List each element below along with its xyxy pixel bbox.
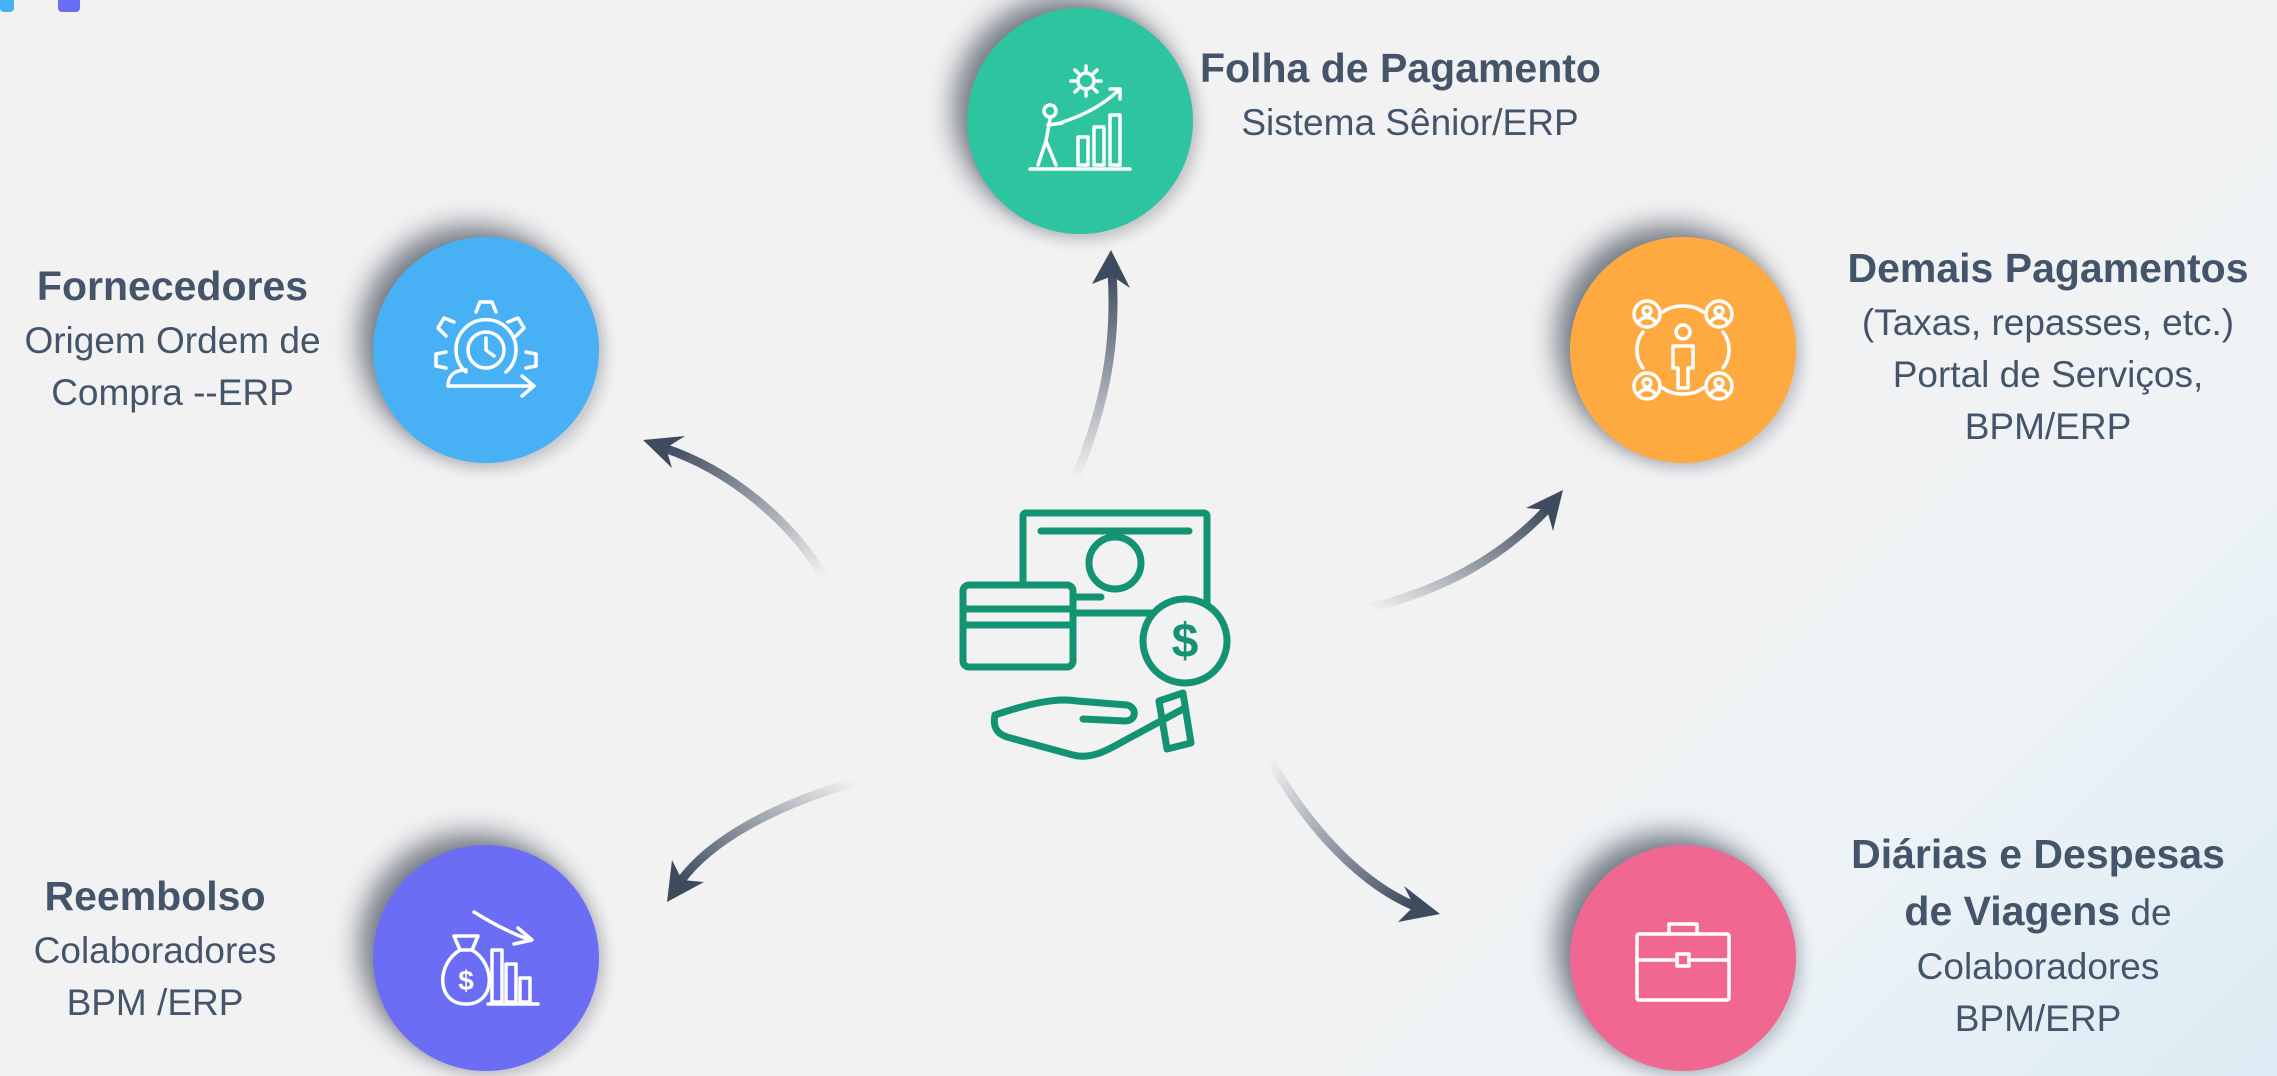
corner-mark-purple [58, 0, 80, 12]
diarias-line-2: BPM/ERP [1954, 997, 2122, 1039]
diarias-title-line-2-bold: de Viagens [1904, 888, 2121, 935]
arrow-to-folha [1070, 250, 1130, 485]
reembolso-title: Reembolso [44, 873, 266, 919]
reembolso-line-1: Colaboradores [33, 930, 277, 972]
fornecedores-title: Fornecedores [36, 263, 309, 309]
fornecedores-node [373, 237, 599, 463]
arrow-to-demais [1365, 490, 1563, 613]
diarias-label: Diárias e Despesas de Viagens de Colabor… [1828, 826, 2248, 1044]
growth-chart-person-icon [1028, 64, 1132, 171]
demais-line-1: (Taxas, repasses, etc.) [1861, 302, 2235, 344]
folha-label: Folha de Pagamento Sistema Sênior/ERP [1200, 40, 1620, 149]
diarias-title-line-2: de Viagens de [1828, 883, 2248, 940]
diarias-title-line-1: Diárias e Despesas [1851, 831, 2225, 877]
money-bag-chart-icon: $ [441, 910, 540, 1006]
diarias-node [1570, 845, 1796, 1071]
reembolso-label: Reembolso Colaboradores BPM /ERP [0, 868, 310, 1029]
svg-text:$: $ [1172, 615, 1199, 668]
arrow-to-diarias [1265, 755, 1440, 922]
reembolso-line-2: BPM /ERP [66, 982, 244, 1024]
demais-node [1570, 237, 1796, 463]
demais-label: Demais Pagamentos (Taxas, repasses, etc.… [1828, 240, 2268, 453]
fornecedores-label: Fornecedores Origem Ordem de Compra --ER… [0, 258, 345, 419]
svg-text:$: $ [458, 965, 474, 996]
demais-title: Demais Pagamentos [1847, 245, 2249, 291]
money-card-hand-icon: $ [959, 509, 1231, 760]
corner-mark-blue [0, 0, 14, 12]
folha-line-1: Sistema Sênior/ERP [1241, 102, 1579, 144]
reembolso-node: $ [373, 845, 599, 1071]
people-network-icon [1632, 299, 1734, 401]
demais-line-3: BPM/ERP [1964, 405, 2132, 447]
arrow-to-reembolso [667, 777, 860, 902]
fornecedores-line-1: Origem Ordem de [24, 320, 321, 362]
arrow-to-fornecedores [643, 436, 830, 583]
fornecedores-line-2: Compra --ERP [51, 372, 294, 414]
diarias-line-1: Colaboradores [1916, 945, 2160, 987]
briefcase-icon [1635, 922, 1731, 1002]
folha-title: Folha de Pagamento [1200, 45, 1601, 91]
diarias-title-line-2-rest: de [2120, 892, 2172, 934]
gear-clock-arrow-icon [434, 300, 538, 398]
folha-node [967, 8, 1193, 234]
demais-line-2: Portal de Serviços, [1892, 354, 2204, 396]
